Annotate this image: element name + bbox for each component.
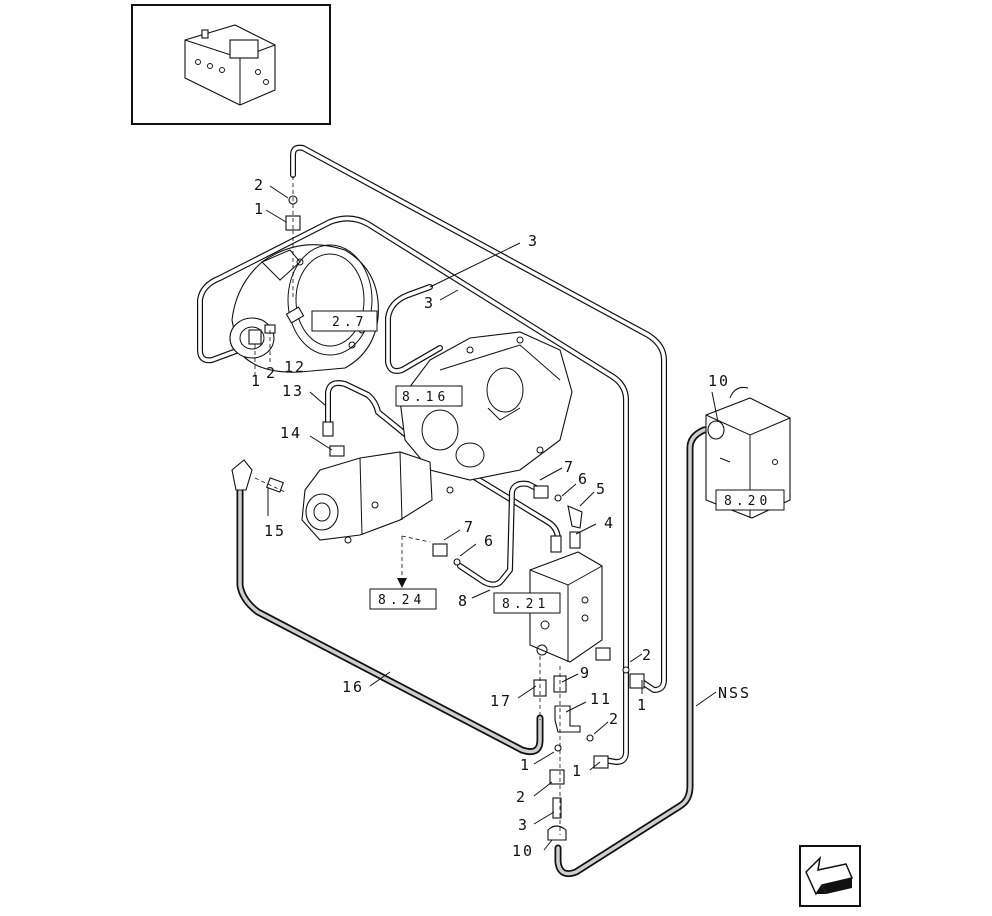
callout-16: 16 bbox=[342, 678, 364, 696]
leader-lines bbox=[265, 185, 719, 851]
callout-12: 12 bbox=[284, 358, 306, 376]
previous-page-button[interactable] bbox=[799, 845, 861, 907]
ref-label-8-21: 8.21 bbox=[502, 597, 549, 612]
callout-2-mid: 2 bbox=[609, 710, 620, 728]
elbow-15 bbox=[231, 459, 284, 493]
reference-lines bbox=[254, 176, 561, 835]
ref-box-8-20[interactable]: 8.20 bbox=[715, 489, 785, 511]
callout-7-lower: 7 bbox=[464, 518, 475, 536]
callout-11: 11 bbox=[590, 690, 612, 708]
gear-pump-assembly bbox=[399, 331, 573, 494]
ref-box-2-7[interactable]: 2.7 bbox=[311, 310, 378, 332]
main-pump-housing bbox=[229, 244, 379, 373]
callout-1-left: 1 bbox=[251, 372, 262, 390]
fitting-left-12 bbox=[248, 306, 305, 345]
callout-6-lower: 6 bbox=[484, 532, 495, 550]
ref-box-8-21[interactable]: 8.21 bbox=[493, 592, 561, 614]
rigid-tubes bbox=[197, 144, 667, 765]
fittings-7-6-lower bbox=[432, 543, 461, 566]
callout-2-top: 2 bbox=[254, 176, 265, 194]
callout-3-lower: 3 bbox=[424, 294, 435, 312]
callout-14: 14 bbox=[280, 424, 302, 442]
callout-10-top: 10 bbox=[708, 372, 730, 390]
callout-7-upper: 7 bbox=[564, 458, 575, 476]
callout-9: 9 bbox=[580, 664, 591, 682]
callout-2-left: 2 bbox=[266, 364, 277, 382]
thumbnail-inset bbox=[131, 4, 331, 125]
tank-valve-block bbox=[705, 387, 791, 519]
callout-5: 5 bbox=[596, 480, 607, 498]
callout-1-bottom: 2 bbox=[516, 788, 527, 806]
fitting-13-14 bbox=[322, 421, 345, 457]
small-gear-pump bbox=[301, 451, 433, 544]
ref-label-8-20: 8.20 bbox=[724, 494, 771, 509]
fittings-bottom-stack bbox=[533, 647, 645, 841]
arrow-down-icon bbox=[397, 578, 407, 588]
callout-8: 8 bbox=[458, 592, 469, 610]
callout-6-upper: 6 bbox=[578, 470, 589, 488]
callout-2-bottom: 1 bbox=[520, 756, 531, 774]
reference-boxes: 2.7 8.16 8.24 8.21 8.20 bbox=[311, 310, 785, 614]
thumbnail-valve-block bbox=[184, 24, 276, 106]
callout-17: 17 bbox=[490, 692, 512, 710]
ref-label-8-24: 8.24 bbox=[378, 593, 425, 608]
callout-numbers: 2 1 1 2 12 3 3 13 14 15 16 17 7 6 5 4 7 … bbox=[251, 176, 751, 860]
callout-1-top: 1 bbox=[254, 200, 265, 218]
callout-15: 15 bbox=[264, 522, 286, 540]
ref-label-8-16: 8.16 bbox=[402, 390, 449, 405]
ref-label-2-7: 2.7 bbox=[332, 315, 367, 330]
callout-3-upper: 3 bbox=[528, 232, 539, 250]
ref-box-8-24[interactable]: 8.24 bbox=[369, 588, 437, 610]
arrow-back-icon bbox=[805, 855, 854, 896]
callout-1-right: 1 bbox=[637, 696, 648, 714]
fittings bbox=[231, 195, 645, 841]
callout-1-mid: 1 bbox=[572, 762, 583, 780]
callout-10-bottom: 10 bbox=[512, 842, 534, 860]
callout-3-bottom: 3 bbox=[518, 816, 529, 834]
flexible-hoses bbox=[236, 424, 718, 878]
fittings-7-6-5-4 bbox=[533, 485, 583, 553]
valve-block bbox=[529, 551, 603, 663]
callout-nss: NSS bbox=[718, 684, 751, 702]
callout-2-right: 2 bbox=[642, 646, 653, 664]
callout-4: 4 bbox=[604, 514, 615, 532]
callout-13: 13 bbox=[282, 382, 304, 400]
ref-box-8-16[interactable]: 8.16 bbox=[395, 385, 463, 407]
